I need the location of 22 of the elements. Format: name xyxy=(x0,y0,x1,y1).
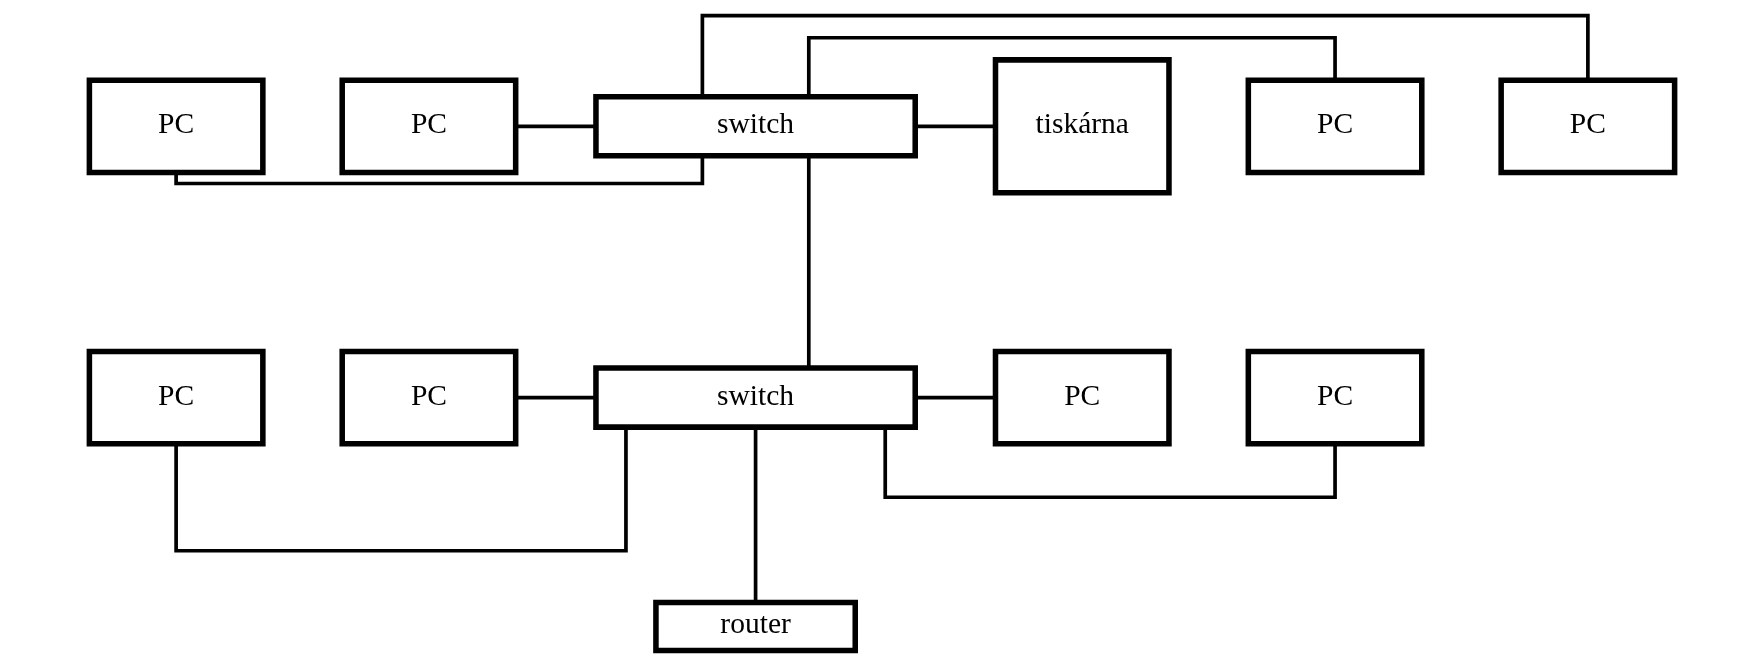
connector xyxy=(806,35,1337,97)
connector xyxy=(753,427,758,603)
connector xyxy=(915,124,996,129)
node-box: switch xyxy=(593,94,918,159)
node-box: PC xyxy=(339,348,519,447)
connector xyxy=(915,395,996,400)
connector xyxy=(700,13,1590,97)
connector xyxy=(174,427,628,553)
node-box: PC xyxy=(1245,348,1425,447)
connector xyxy=(806,155,811,368)
node-box: PC xyxy=(339,77,519,176)
node-box: switch xyxy=(593,365,918,430)
node-box: PC xyxy=(86,77,266,176)
node-box: PC xyxy=(86,348,266,447)
node-box: PC xyxy=(1498,77,1678,176)
connector xyxy=(516,395,596,400)
node-box: router xyxy=(653,599,858,654)
connector xyxy=(883,427,1337,500)
connector xyxy=(516,124,596,129)
node-box: PC xyxy=(1245,77,1425,176)
node-box: PC xyxy=(992,348,1172,447)
node-box: tiskárna xyxy=(992,57,1172,196)
